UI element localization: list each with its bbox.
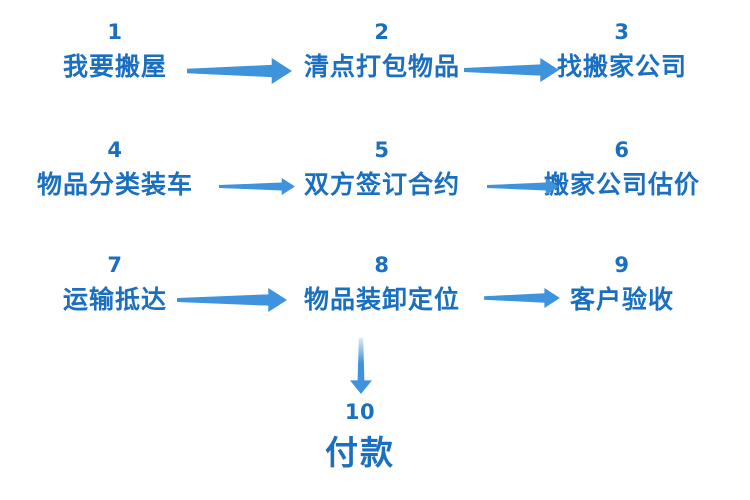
step-node-9[interactable]: 9 客户验收 xyxy=(569,253,675,314)
step-number: 3 xyxy=(614,20,630,44)
step-label: 运输抵达 xyxy=(62,285,168,314)
arrow-step8-to-step9-icon xyxy=(484,288,560,308)
step-number: 6 xyxy=(614,138,630,162)
arrow-step7-to-step8-icon xyxy=(177,288,287,312)
step-label: 搬家公司估价 xyxy=(543,170,701,199)
step-label: 物品装卸定位 xyxy=(303,285,461,314)
arrow-step1-to-step2-icon xyxy=(187,58,292,84)
arrow-step8-to-step10-icon xyxy=(350,338,372,394)
step-number: 8 xyxy=(374,253,390,277)
step-node-7[interactable]: 7 运输抵达 xyxy=(62,253,168,314)
step-number: 7 xyxy=(107,253,123,277)
step-node-2[interactable]: 2 清点打包物品 xyxy=(303,20,461,81)
step-label: 找搬家公司 xyxy=(556,52,688,81)
step-number: 2 xyxy=(374,20,390,44)
arrow-step6-to-step6-icon xyxy=(487,178,559,195)
step-label: 我要搬屋 xyxy=(62,52,168,81)
step-number: 10 xyxy=(344,400,376,424)
step-node-4[interactable]: 4 物品分类装车 xyxy=(36,138,194,199)
step-number: 5 xyxy=(374,138,390,162)
arrow-step2-to-step3-icon xyxy=(464,58,559,82)
step-label: 物品分类装车 xyxy=(36,170,194,199)
step-node-3[interactable]: 3 找搬家公司 xyxy=(556,20,688,81)
step-number: 1 xyxy=(107,20,123,44)
step-node-6[interactable]: 6 搬家公司估价 xyxy=(543,138,701,199)
step-node-1[interactable]: 1 我要搬屋 xyxy=(62,20,168,81)
step-node-10[interactable]: 10 付款 xyxy=(325,400,395,472)
step-node-5[interactable]: 5 双方签订合约 xyxy=(303,138,461,199)
arrow-step4-to-step5-icon xyxy=(219,178,295,195)
step-node-8[interactable]: 8 物品装卸定位 xyxy=(303,253,461,314)
step-number: 9 xyxy=(614,253,630,277)
step-number: 4 xyxy=(107,138,123,162)
step-label: 双方签订合约 xyxy=(303,170,461,199)
step-label: 付款 xyxy=(325,433,395,472)
step-label: 客户验收 xyxy=(569,285,675,314)
step-label: 清点打包物品 xyxy=(303,52,461,81)
